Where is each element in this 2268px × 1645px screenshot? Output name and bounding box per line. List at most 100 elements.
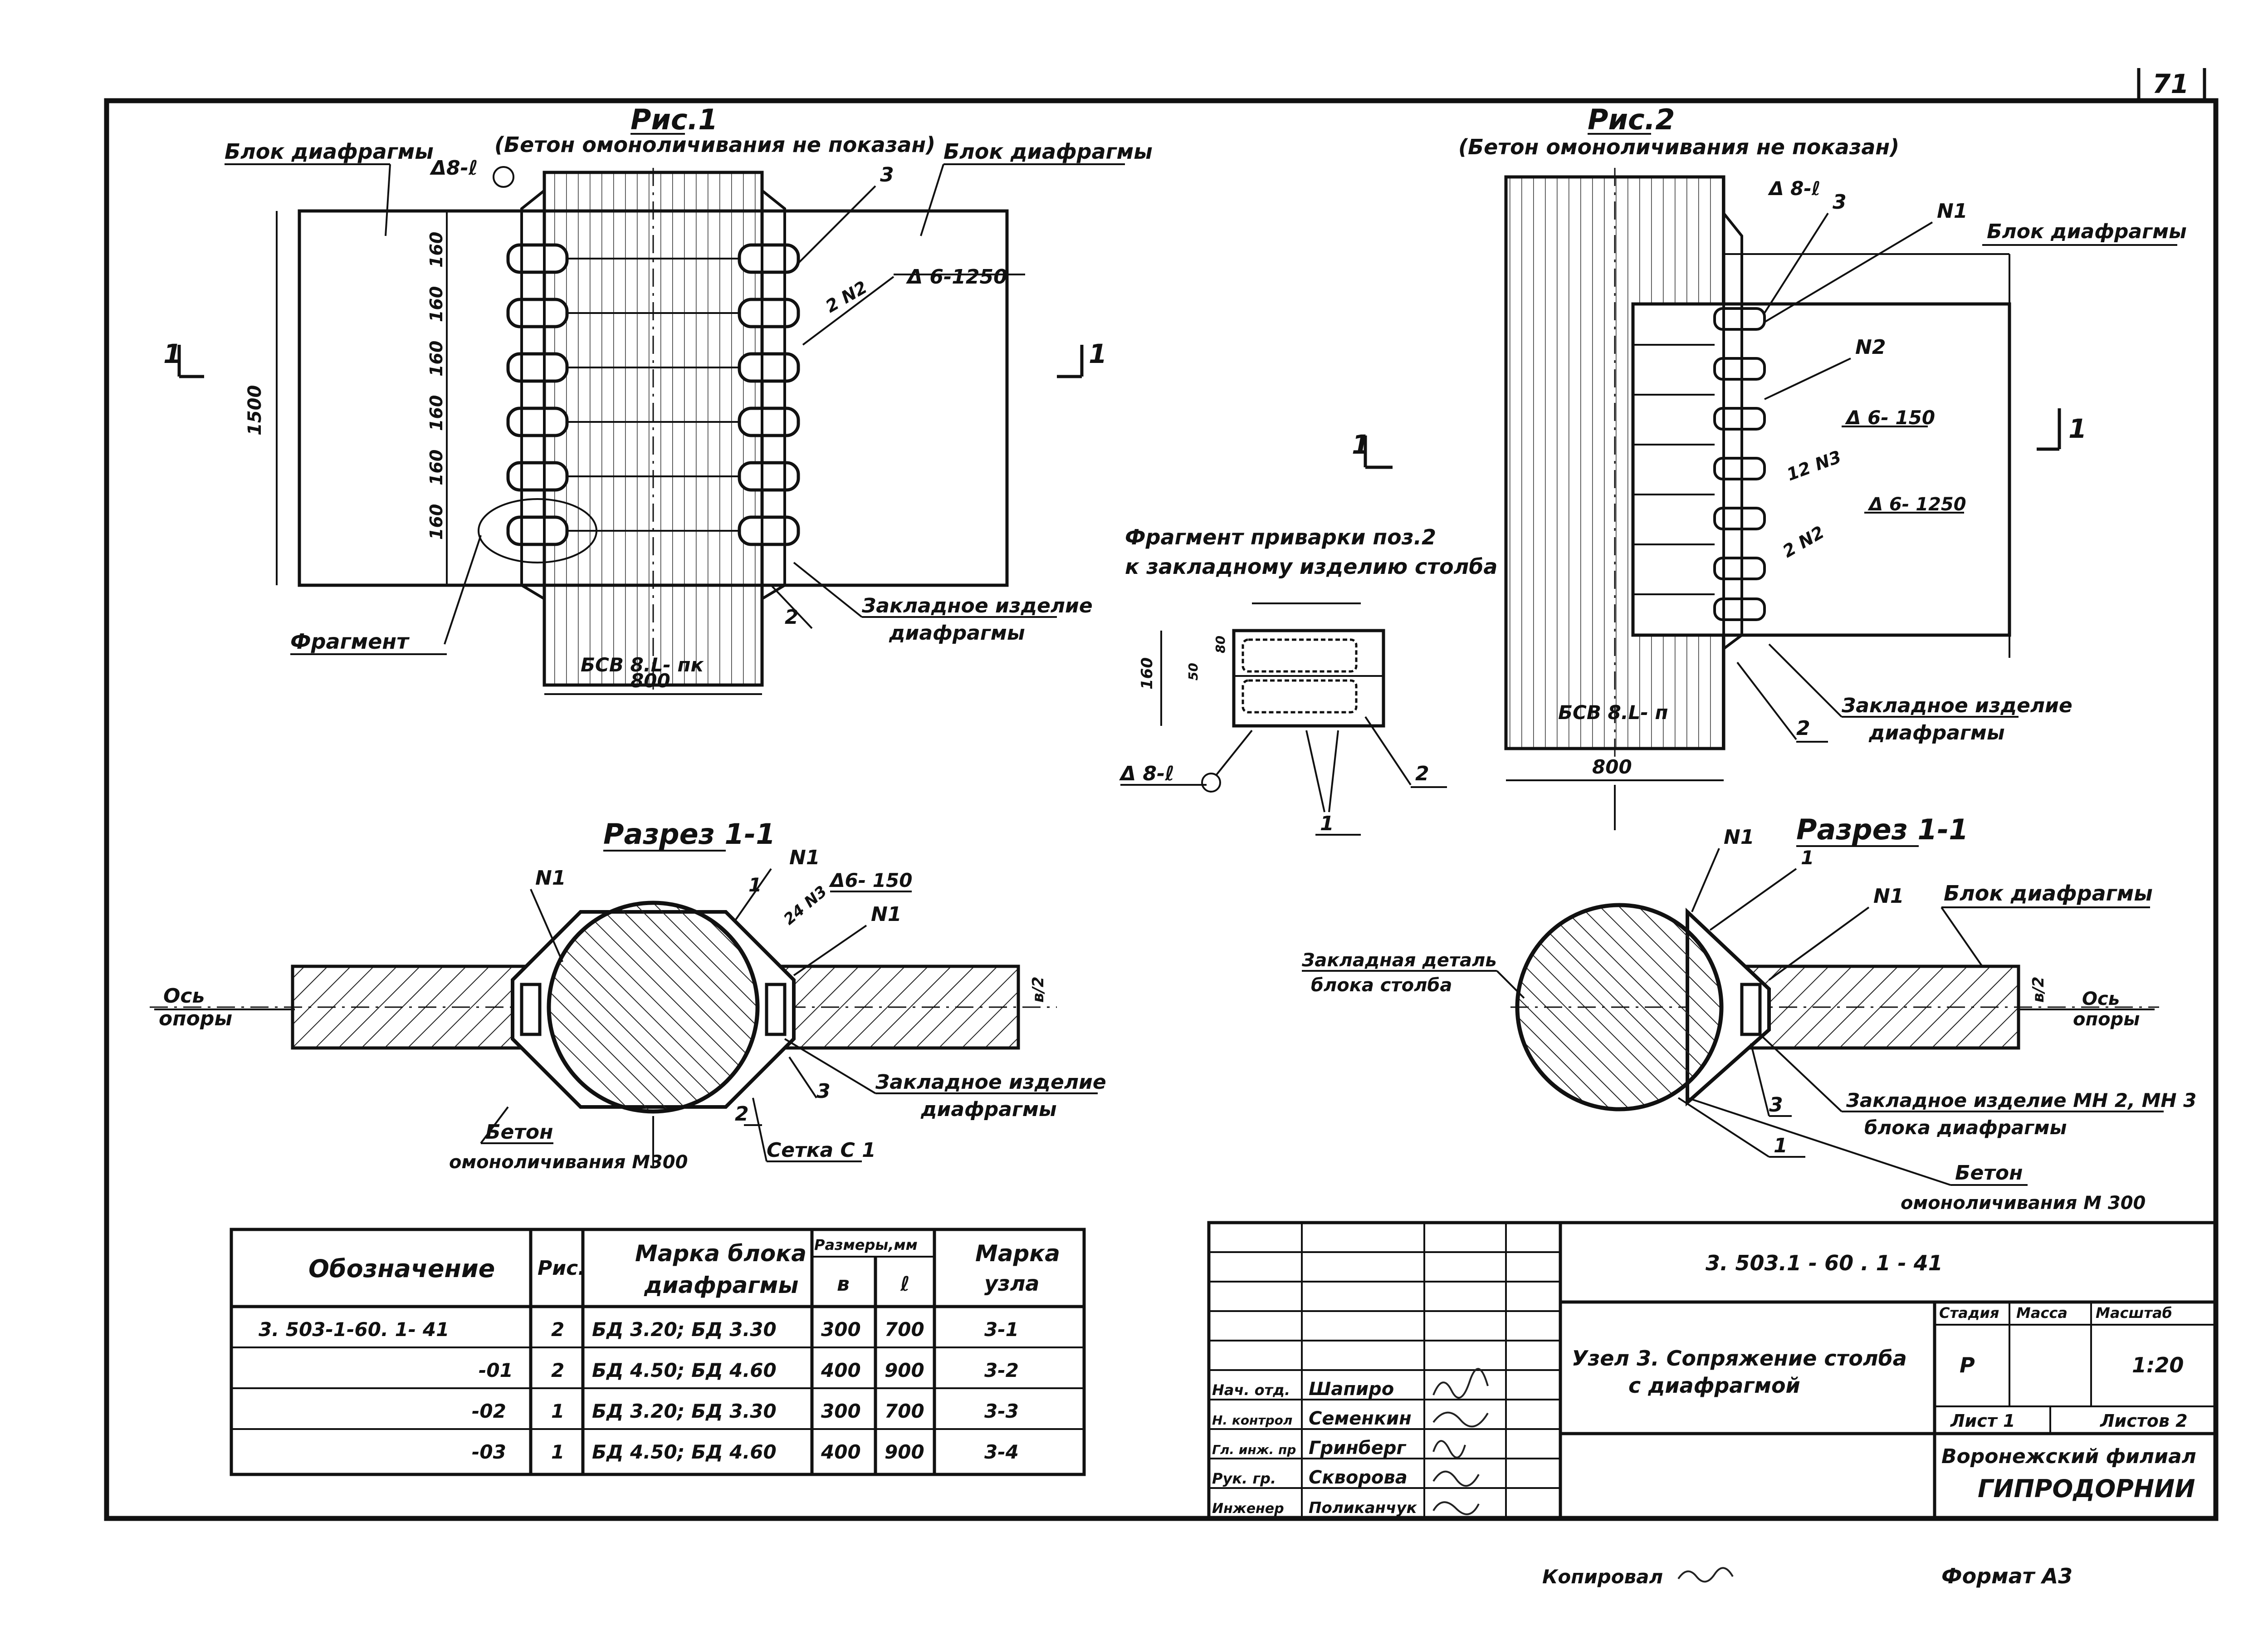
drawing-name-1: Узел 3. Сопряжение столба [1572,1346,1907,1371]
fig2-diaphragm-block [1631,302,2011,637]
cell-l-2: 700 [885,1400,924,1422]
org-name-1: Воронежский филиал [1941,1445,2196,1468]
section1-n1-left: N1 [535,867,566,890]
role-0: Нач. отд. [1212,1381,1290,1399]
section1-n3: 24 N3 [780,882,831,929]
fig2-section-right: 1 [2068,413,2087,444]
scale-label: Масштаб [2096,1304,2172,1322]
section2-axis-2: опоры [2073,1009,2140,1030]
cell-b-1: 400 [821,1359,861,1381]
cell-fig-1: 2 [551,1359,564,1381]
fig1-dim-6: 160 [426,504,446,540]
fig1-embedded-2: диафрагмы [889,622,1025,645]
th-designation: Обозначение [308,1254,495,1283]
cell-b-2: 300 [821,1400,861,1422]
fig1-dim-4: 160 [426,395,446,431]
section1-embedded-1: Закладное изделие [875,1071,1106,1094]
fig2-n1: N1 [1937,200,1967,223]
fig2-dim-width: 800 [1592,756,1632,778]
fragment-pos-1: 1 [1320,812,1334,835]
sheets-label: Листов 2 [2100,1411,2188,1431]
section1-concrete-2: омоноличивания М300 [449,1152,688,1173]
name-1: Семенкин [1309,1408,1412,1429]
fig1-dim-width: 800 [631,670,670,692]
section1-n1-right: N1 [789,846,820,869]
name-0: Шапиро [1309,1379,1394,1400]
fig1-dim-3: 160 [426,341,446,377]
fig2-block-label: Блок диафрагмы [1987,220,2187,243]
cell-b-3: 400 [821,1441,861,1463]
spec-table: Обозначение Рис. Марка блока диафрагмы Р… [230,1228,1086,1476]
role-1: Н. контрол [1212,1413,1292,1428]
cell-fig-2: 1 [551,1400,564,1422]
cell-designation-0: 3. 503-1-60. 1- 41 [259,1318,449,1341]
fragment-title-1: Фрагмент приварки поз.2 [1125,525,1436,549]
cell-fig-3: 1 [551,1441,564,1463]
th-dims: Размеры,мм [814,1236,918,1253]
section-1-left: Разрез 1-1 N1 N1 1 24 N3 Δ6- 150 N1 Ось … [150,818,1106,1173]
fig1-dim-total: 1500 [244,385,265,436]
fig1-weld-left: Δ8-ℓ [430,157,478,180]
section2-embedded-2: блока диафрагмы [1864,1116,2067,1139]
stage-label: Стадия [1939,1304,1999,1322]
fig1-section-right: 1 [1089,338,1107,369]
fig2-weld-top: Δ 8-ℓ [1768,177,1821,200]
cell-mark-0: БД 3.20; БД 3.30 [592,1318,777,1341]
fig1-left-block-label: Блок диафрагмы [225,139,434,164]
copied-by: Копировал [1542,1566,1663,1588]
fig1-column-mark: БСВ 8.L- пк [581,654,704,676]
cell-designation-2: -02 [472,1400,506,1422]
title-block: 3. 503.1 - 60 . 1 - 41 Узел 3. Сопряжени… [1207,1221,2218,1520]
fig1-brackets [506,187,800,602]
sheet-label: Лист 1 [1950,1411,2015,1431]
fragment-title-2: к закладному изделию столба [1125,554,1497,579]
fig1-fragment-label: Фрагмент [290,629,410,654]
th-block-mark-2: диафрагмы [644,1272,799,1298]
cell-l-1: 900 [885,1359,924,1381]
section2-dim-b: в/2 [2029,976,2048,1003]
section1-concrete-1: Бетон [485,1121,553,1144]
section1-pos-1: 1 [748,874,762,896]
page-number: 71 [2152,69,2189,99]
fragment-weld: Δ 8-ℓ [1119,762,1174,785]
fragment-dim-a: 50 [1186,663,1201,681]
fig2-section-left: 1 [1352,429,1370,460]
section2-concrete-2: омоноличивания М 300 [1901,1193,2146,1214]
fragment-dim-b: 80 [1213,636,1228,653]
section-1-right: Разрез 1-1 N1 1 N1 Блок диафрагмы Заклад… [1301,813,2196,1214]
fragment-dim-total: 160 [1138,657,1156,690]
fig1-2n2: 2 N2 [822,277,871,317]
name-4: Поликанчук [1309,1499,1418,1517]
figure-1: Рис.1 (Бетон омоноличивания не показан) … [163,103,1153,695]
section1-axis-1: Ось [163,984,205,1008]
role-2: Гл. инж. пр [1212,1442,1296,1457]
weld-fragment: Фрагмент приварки поз.2 к закладному изд… [1119,525,1497,836]
fig1-dim-1: 160 [426,232,446,268]
fig2-weld-mid: Δ 6- 150 [1845,406,1935,429]
role-3: Рук. гр. [1212,1470,1276,1487]
role-4: Инженер [1212,1501,1284,1517]
figure-2: Рис.2 (Бетон омоноличивания не показан) … [1352,103,2187,830]
fig2-column-mark: БСВ 8.L- п [1558,701,1668,724]
cell-l-0: 700 [885,1318,924,1341]
fig1-dim-5: 160 [426,450,446,485]
org-name-2: ГИПРОДОРНИИ [1978,1474,2195,1503]
th-node-2: узла [984,1271,1039,1296]
section2-axis-1: Ось [2082,989,2120,1009]
name-3: Скворова [1309,1467,1408,1488]
section2-concrete-1: Бетон [1955,1161,2023,1185]
th-b: в [837,1273,850,1296]
fig1-pos-2: 2 [785,606,799,629]
cell-designation-3: -03 [472,1441,506,1463]
cell-node-0: 3-1 [984,1318,1019,1341]
section2-embedded-col-2: блока столба [1311,975,1452,996]
cell-mark-2: БД 3.20; БД 3.30 [592,1400,777,1422]
section2-block-label: Блок диафрагмы [1944,881,2153,906]
cell-designation-1: -01 [479,1359,513,1381]
cell-mark-3: БД 4.50; БД 4.60 [592,1441,777,1463]
format-note: Формат А3 [1941,1564,2072,1588]
fig2-embedded-1: Закладное изделие [1841,694,2072,717]
fig1-right-block-label: Блок диафрагмы [943,139,1153,164]
name-2: Гринберг [1309,1438,1406,1459]
